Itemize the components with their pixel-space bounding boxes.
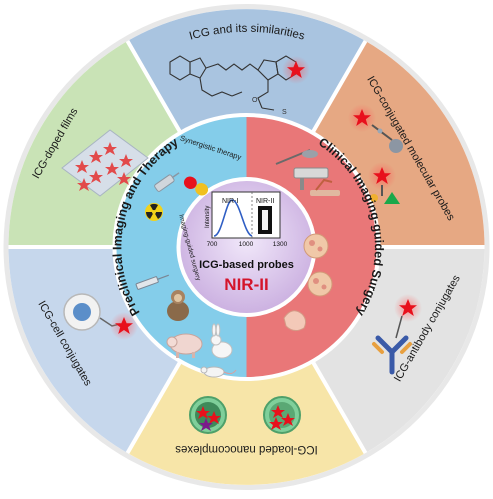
center-title: ICG-based probes	[199, 259, 294, 271]
spectrum-plot	[211, 191, 281, 239]
nir2-label: NIR-II	[256, 198, 274, 205]
antibody-icon	[372, 335, 412, 375]
nanoparticle-icon-1	[189, 396, 227, 434]
center-subtitle: NIR-II	[224, 275, 268, 294]
tick-700: 700	[207, 241, 218, 248]
sulfonate-label-1: O	[252, 97, 258, 104]
probe-star-icon-2	[368, 162, 396, 190]
cell-icon	[63, 293, 101, 331]
syringe-small-icon	[154, 172, 180, 192]
y-axis-label: Intensity	[205, 206, 211, 228]
radiation-icon	[145, 203, 163, 221]
tissue-sample-icon	[303, 233, 333, 297]
sphere-icon	[389, 139, 403, 153]
label-icg-nanocomplexes: ICG-loaded nanocomplexes	[175, 443, 318, 455]
surgery-hands-icon	[283, 310, 307, 332]
pig-icon	[166, 333, 203, 358]
patient-bed-icon	[310, 178, 340, 196]
capsule-icon	[183, 176, 209, 196]
antibody-star-icon	[394, 294, 422, 322]
linker-icon	[371, 124, 393, 141]
doped-film-icon	[61, 129, 149, 197]
inner-ring-clinical	[246, 117, 377, 377]
tick-1300: 1300	[273, 241, 288, 248]
antibody-linker	[395, 315, 403, 339]
ligand-icon	[370, 194, 378, 202]
monkey-icon	[167, 290, 189, 321]
syringe-icon	[135, 274, 169, 290]
probe-star-icon	[348, 104, 376, 132]
triangle-ligand-icon	[384, 192, 400, 204]
cell-star-icon	[110, 312, 138, 340]
nanoparticle-icon-2	[263, 396, 301, 434]
tick-1000: 1000	[239, 241, 254, 248]
rabbit-icon	[210, 323, 233, 359]
inner-ring-preclinical	[116, 117, 247, 377]
mouse-icon	[200, 366, 237, 378]
surgical-lamp-icon	[275, 149, 329, 190]
star-icon	[282, 56, 310, 84]
nir1-label: NIR-I	[222, 198, 238, 205]
sulfonate-label-2: S	[282, 109, 287, 116]
